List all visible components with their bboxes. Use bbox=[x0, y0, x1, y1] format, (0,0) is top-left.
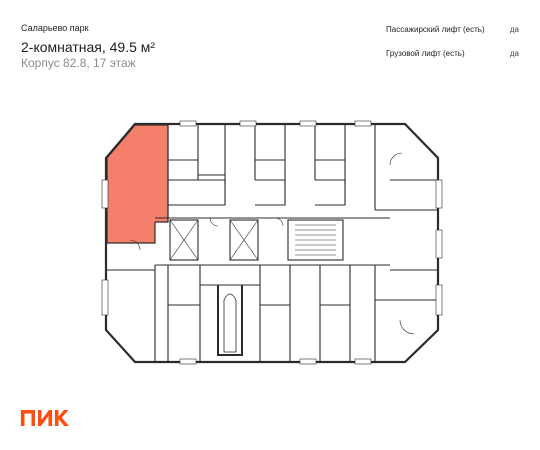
apartment-title: 2-комнатная, 49.5 м² bbox=[21, 39, 156, 55]
inner-walls bbox=[107, 125, 438, 362]
project-name: Саларьево парк bbox=[21, 23, 89, 33]
feature-value: да bbox=[509, 25, 519, 34]
feature-label: Пассажирский лифт (есть) bbox=[386, 25, 485, 34]
bottom-shaft bbox=[217, 285, 243, 356]
windows bbox=[101, 120, 443, 365]
feature-label: Грузовой лифт (есть) bbox=[386, 49, 465, 58]
pik-logo bbox=[21, 410, 69, 426]
door-swings bbox=[129, 152, 415, 335]
feature-freight-lift: Грузовой лифт (есть) да bbox=[386, 49, 519, 58]
outer-walls bbox=[104, 122, 440, 364]
feature-value: да bbox=[509, 49, 519, 58]
floor-plan bbox=[101, 120, 443, 365]
highlighted-apartment[interactable] bbox=[106, 124, 169, 244]
feature-passenger-lift: Пассажирский лифт (есть) да bbox=[386, 25, 519, 34]
apartment-subtitle: Корпус 82.8, 17 этаж bbox=[21, 56, 136, 70]
